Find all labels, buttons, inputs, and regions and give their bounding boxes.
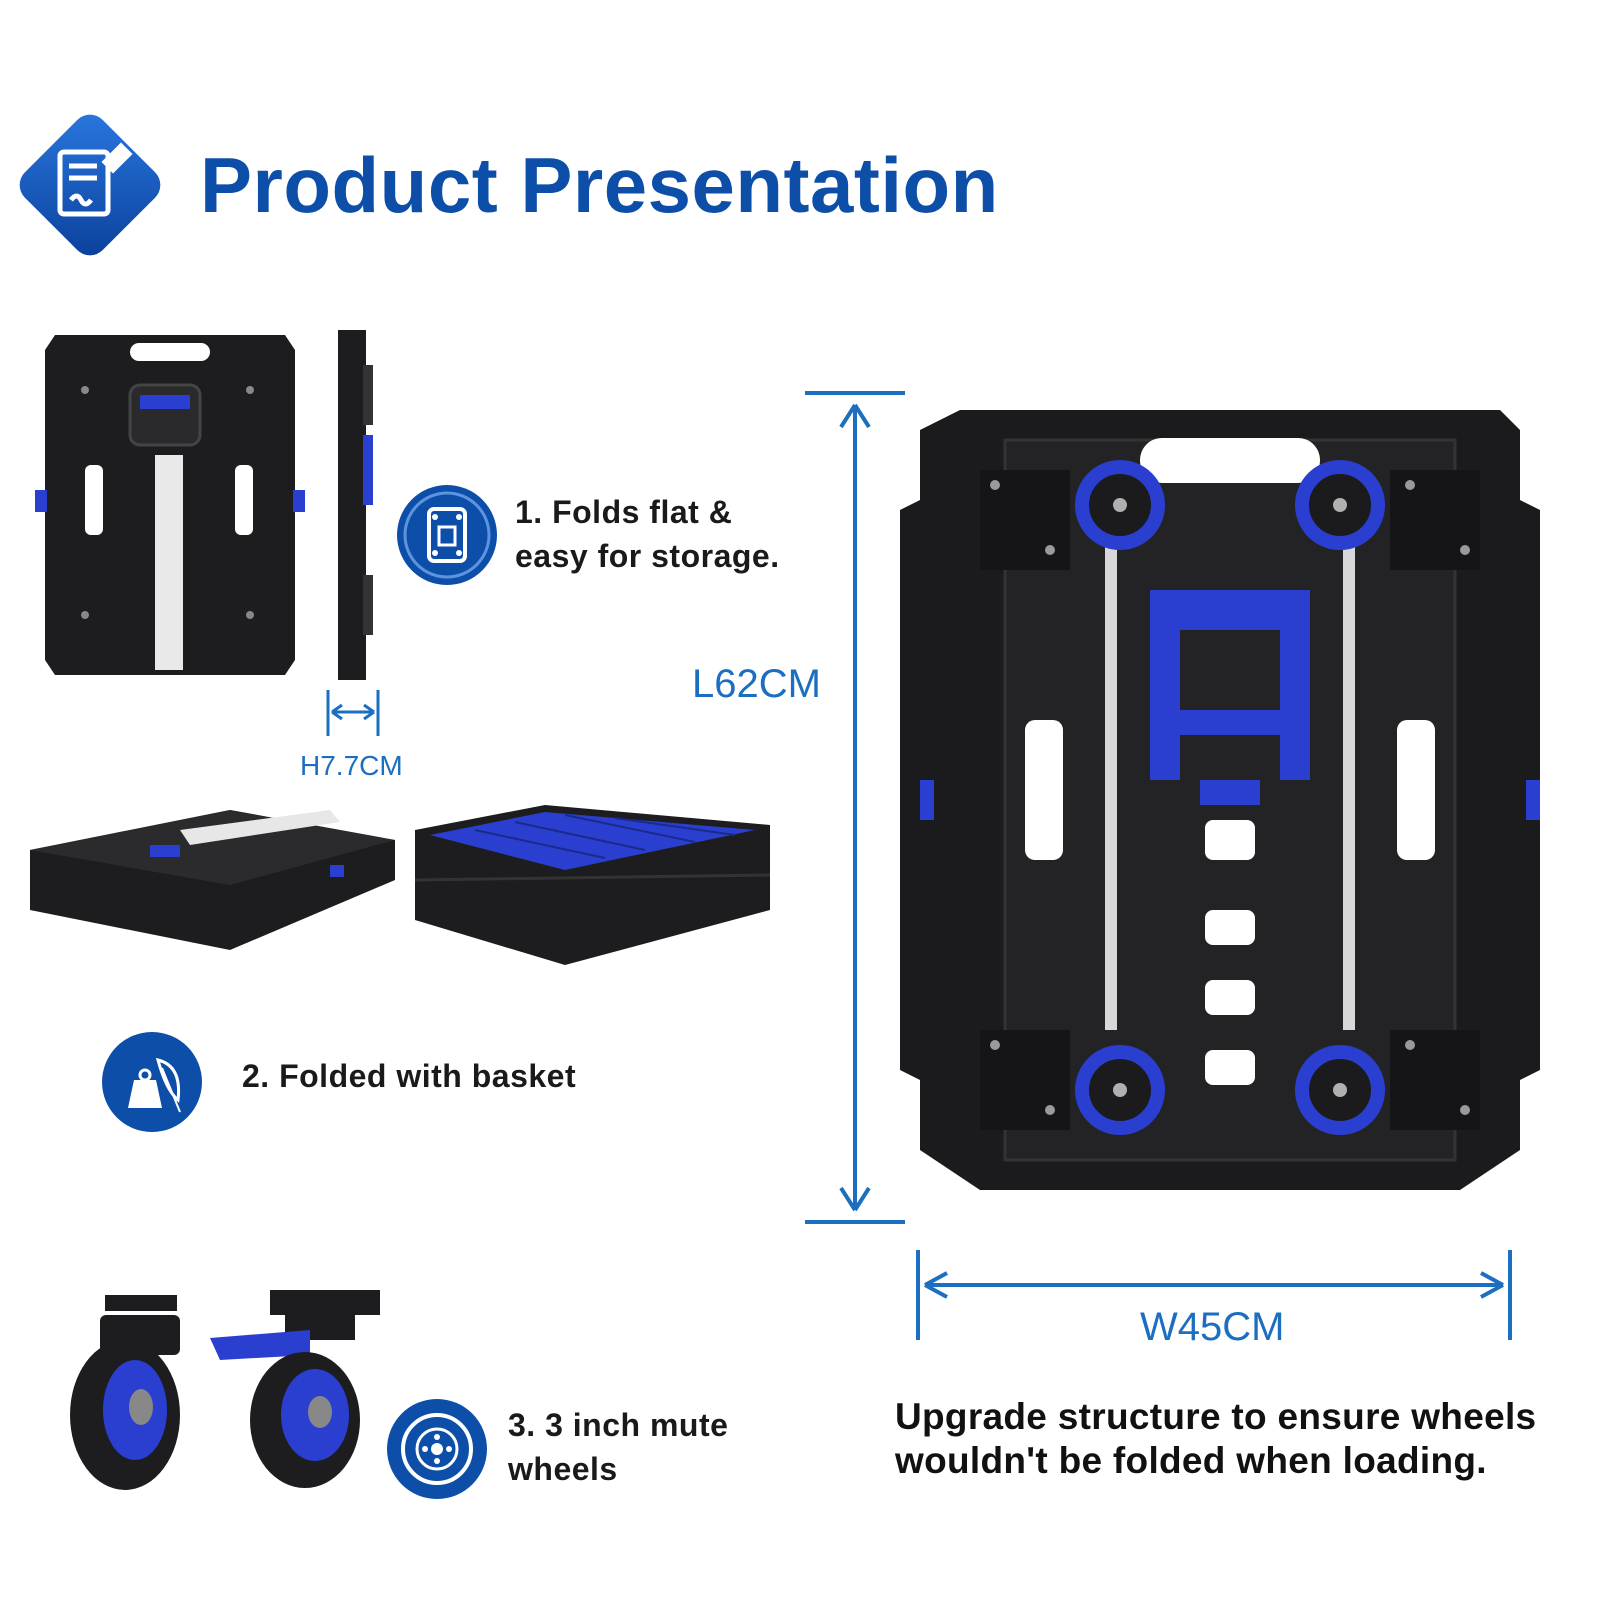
structure-note: Upgrade structure to ensure wheels would… [895,1395,1536,1483]
folded-cart-side-image [338,330,373,680]
structure-note-line-2: wouldn't be folded when loading. [895,1440,1487,1481]
weight-feather-icon [102,1032,202,1132]
feature-1-line-2: easy for storage. [515,538,780,574]
length-dimension-label: L62CM [692,662,821,706]
structure-note-line-1: Upgrade structure to ensure wheels [895,1396,1537,1437]
header-badge [19,114,161,256]
feature-3-line-2: wheels [508,1451,618,1487]
height-dimension-arrow [326,690,380,736]
folded-cart-with-basket-image [414,805,771,965]
wheel-icon [387,1399,487,1499]
document-signature-icon [57,142,133,217]
feature-2-line-1: 2. Folded with basket [242,1058,577,1094]
folded-cart-icon [397,485,497,585]
caster-wheel-brake-image [210,1290,380,1488]
feature-3-line-1: 3. 3 inch mute [508,1407,729,1443]
feature-1-line-1: 1. Folds flat & [515,494,733,530]
folded-cart-front-image [35,335,305,675]
width-dimension-label: W45CM [1140,1305,1285,1349]
folded-cart-angled-image [30,810,395,950]
length-dimension-arrow [805,391,905,1224]
caster-wheel-side-image [70,1295,180,1490]
width-dimension-arrow [916,1250,1512,1340]
height-dimension-label: H7.7CM [300,750,403,781]
page-title: Product Presentation [200,141,999,229]
cart-underside-image [900,410,1540,1190]
